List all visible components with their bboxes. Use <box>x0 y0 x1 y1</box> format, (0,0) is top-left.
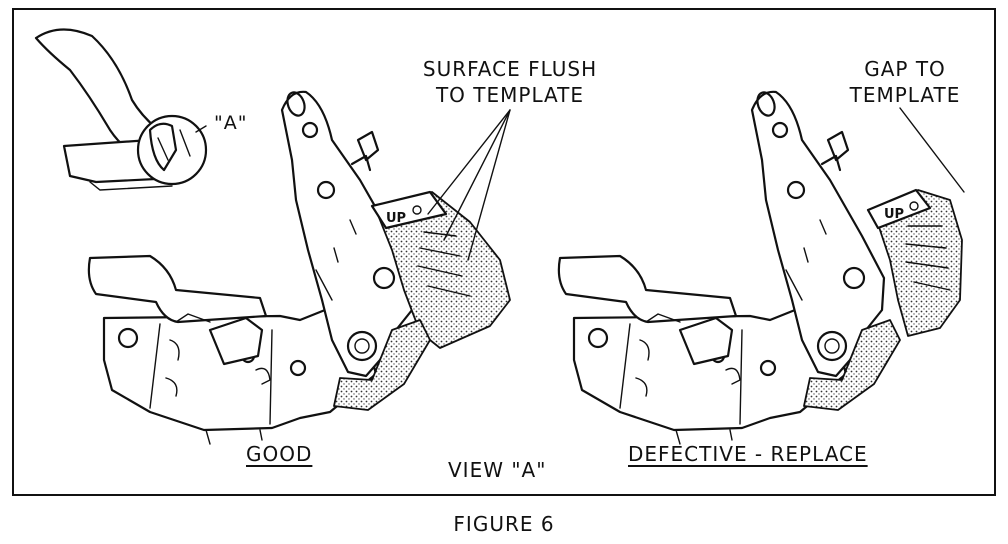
mechanism-defective: UP <box>557 90 963 445</box>
label-gap-to-template: GAP TO TEMPLATE <box>849 57 961 107</box>
label-good: GOOD <box>246 442 313 466</box>
label-defective-replace: DEFECTIVE - REPLACE <box>628 442 868 466</box>
view-a-circle <box>136 114 208 186</box>
template-up-left: UP <box>386 211 406 226</box>
figure-frame <box>12 8 996 496</box>
label-surface-flush: SURFACE FLUSH TO TEMPLATE <box>422 57 598 107</box>
label-inset-a: "A" <box>214 112 248 134</box>
leader-lines <box>427 107 965 261</box>
figure-caption: FIGURE 6 <box>453 512 555 536</box>
label-view-a: VIEW "A" <box>448 458 547 482</box>
inset-detail <box>34 28 208 191</box>
template-up-right: UP <box>884 207 904 222</box>
